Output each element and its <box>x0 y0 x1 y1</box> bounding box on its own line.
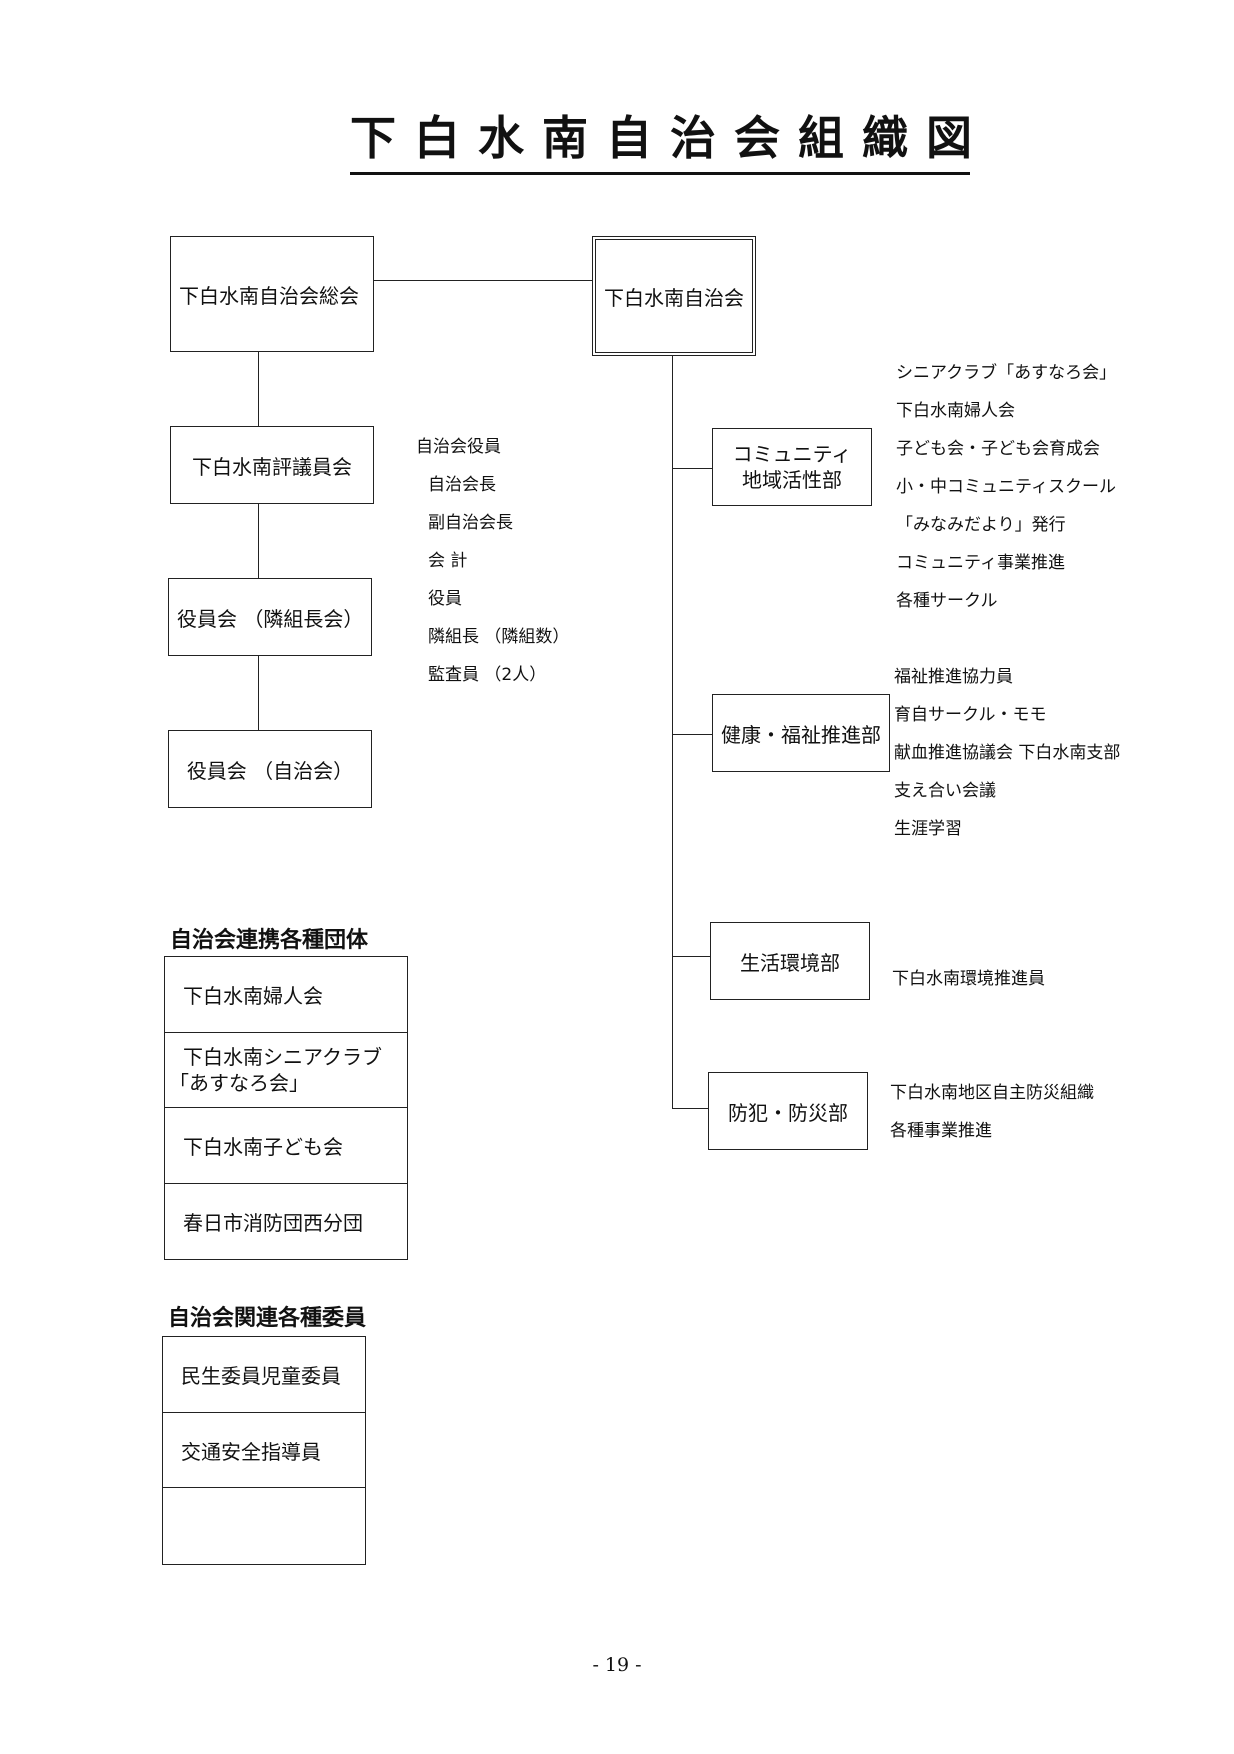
root-org-box: 下白水南自治会 <box>592 236 756 356</box>
page-number: - 19 - <box>592 1654 642 1676</box>
affiliated-group-row: 下白水南婦人会 <box>165 957 407 1033</box>
officer-item: 役員 <box>428 589 462 609</box>
officers-assoc-label: 役員会 （自治会） <box>186 758 354 783</box>
committee-row: 民生委員児童委員 <box>163 1337 365 1413</box>
related-committees-heading: 自治会関連各種委員 <box>168 1306 367 1331</box>
community-item: 「みなみだより」発行 <box>896 515 1066 535</box>
officers-assoc-box: 役員会 （自治会） <box>168 730 372 808</box>
community-item: 小・中コミュニティスクール <box>896 477 1116 497</box>
community-dept-label-line2: 地域活性部 <box>742 468 842 492</box>
health-dept-label: 健康・福祉推進部 <box>721 722 881 747</box>
root-org-label: 下白水南自治会 <box>604 285 744 310</box>
connector-left-chain-2 <box>258 504 259 578</box>
health-item: 福祉推進協力員 <box>894 667 1013 687</box>
health-item: 支え合い会議 <box>894 781 996 801</box>
connector-to-health <box>672 734 712 735</box>
health-item: 生涯学習 <box>894 819 962 839</box>
living-dept-box: 生活環境部 <box>710 922 870 1000</box>
officer-item: 監査員 （2人） <box>428 665 547 685</box>
community-item: 子ども会・子ども会育成会 <box>896 439 1100 459</box>
health-items: 福祉推進協力員 育自サークル・モモ 献血推進協議会 下白水南支部 支え合い会議 … <box>894 658 1120 848</box>
community-item: シニアクラブ「あすなろ会」 <box>896 363 1117 383</box>
living-items: 下白水南環境推進員 <box>892 960 1045 998</box>
connector-left-chain-3 <box>258 656 259 730</box>
community-item: 各種サークル <box>896 591 998 611</box>
safety-dept-box: 防犯・防災部 <box>708 1072 868 1150</box>
council-label: 下白水南評議員会 <box>192 454 352 479</box>
affiliated-group-row: 下白水南シニアクラブ 「あすなろ会」 <box>165 1033 407 1108</box>
committee-name: 交通安全指導員 <box>181 1439 321 1464</box>
affiliated-group-name: 下白水南子ども会 <box>183 1135 343 1159</box>
general-meeting-label: 下白水南自治会総会 <box>179 283 359 308</box>
officer-item: 自治会役員 <box>416 437 501 457</box>
council-box: 下白水南評議員会 <box>170 426 374 504</box>
committee-name: 民生委員児童委員 <box>181 1364 341 1388</box>
officers-block-label: 役員会 （隣組長会） <box>177 606 364 631</box>
health-item: 献血推進協議会 下白水南支部 <box>894 743 1121 763</box>
affiliated-groups-table: 下白水南婦人会 下白水南シニアクラブ 「あすなろ会」 下白水南子ども会 春日市消… <box>164 956 408 1260</box>
community-dept-label-line1: コミュニティ <box>732 442 852 466</box>
community-item: コミュニティ事業推進 <box>896 553 1065 573</box>
affiliated-group-name: 下白水南婦人会 <box>183 984 323 1008</box>
health-dept-box: 健康・福祉推進部 <box>712 694 890 772</box>
affiliated-group-name: 春日市消防団西分団 <box>183 1211 363 1235</box>
community-items: シニアクラブ「あすなろ会」 下白水南婦人会 子ども会・子ども会育成会 小・中コミ… <box>896 354 1116 620</box>
officer-item: 自治会長 <box>428 475 496 495</box>
living-item: 下白水南環境推進員 <box>892 969 1045 989</box>
safety-dept-label: 防犯・防災部 <box>728 1100 848 1125</box>
page-title: 下白水南自治会組織図 <box>350 108 972 175</box>
committee-row <box>163 1488 365 1564</box>
safety-item: 下白水南地区自主防災組織 <box>890 1083 1094 1103</box>
general-meeting-box: 下白水南自治会総会 <box>170 236 374 352</box>
officer-item: 副自治会長 <box>428 513 513 533</box>
related-committees-table: 民生委員児童委員 交通安全指導員 <box>162 1336 366 1565</box>
safety-item: 各種事業推進 <box>890 1121 992 1141</box>
officer-item: 隣組長 （隣組数） <box>428 627 570 647</box>
officer-item: 会 計 <box>428 551 468 571</box>
community-dept-box: コミュニティ 地域活性部 <box>712 428 872 506</box>
connector-to-community <box>672 468 712 469</box>
connector-left-chain-1 <box>258 352 259 426</box>
connector-root-trunk <box>672 356 673 1108</box>
community-item: 下白水南婦人会 <box>896 401 1015 421</box>
affiliated-group-row: 春日市消防団西分団 <box>165 1184 407 1259</box>
affiliated-group-row: 下白水南子ども会 <box>165 1108 407 1184</box>
affiliated-groups-heading: 自治会連携各種団体 <box>170 928 369 953</box>
health-item: 育自サークル・モモ <box>894 705 1047 725</box>
living-dept-label: 生活環境部 <box>740 950 840 975</box>
affiliated-group-name: 下白水南シニアクラブ <box>183 1045 382 1069</box>
connector-to-living <box>672 956 710 957</box>
safety-items: 下白水南地区自主防災組織 各種事業推進 <box>890 1074 1094 1150</box>
connector-to-safety <box>672 1108 708 1109</box>
affiliated-group-name: 「あすなろ会」 <box>169 1071 309 1095</box>
officers-block-box: 役員会 （隣組長会） <box>168 578 372 656</box>
committee-row: 交通安全指導員 <box>163 1413 365 1488</box>
officer-list: 自治会役員 自治会長 副自治会長 会 計 役員 隣組長 （隣組数） 監査員 （2… <box>416 428 569 694</box>
connector-general-to-root <box>374 280 592 281</box>
